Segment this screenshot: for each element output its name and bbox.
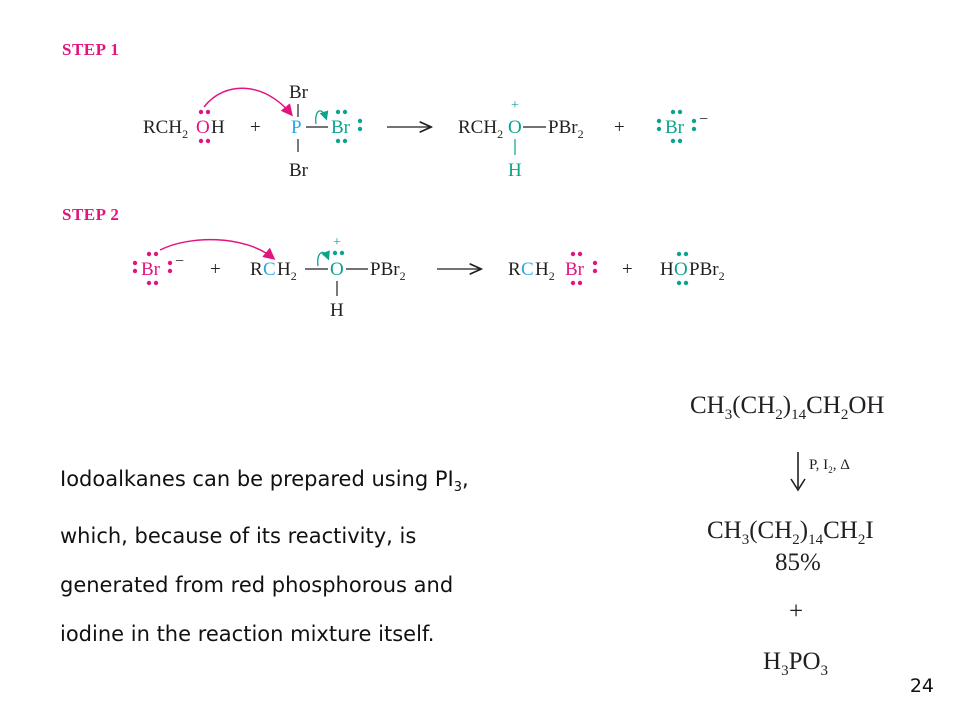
svg-text:Br: Br xyxy=(665,117,685,138)
svg-text:R: R xyxy=(250,259,263,280)
svg-text:P: P xyxy=(291,117,302,138)
svg-text:O: O xyxy=(330,259,344,280)
svg-text:+: + xyxy=(511,98,519,113)
svg-text:R: R xyxy=(508,259,521,280)
svg-text:+: + xyxy=(210,259,221,280)
page-number: 24 xyxy=(909,675,934,697)
text-line-2: which, because of its reactivity, is xyxy=(60,524,417,549)
byproduct-formula: H3PO3 xyxy=(763,648,829,679)
svg-text:−: − xyxy=(175,253,184,270)
step-2-equation: Br − + R C H2 O + PBr2 H R C H2 Br + H O xyxy=(132,235,725,321)
svg-text:C: C xyxy=(521,259,534,280)
reaction-down-arrow xyxy=(790,452,806,492)
text-line-4: iodine in the reaction mixture itself. xyxy=(60,622,435,647)
yield-label: 85% xyxy=(775,549,821,576)
step-1-equation: RCH2 O H + Br P Br Br RCH2 O + PBr2 H + … xyxy=(143,82,708,181)
svg-text:O: O xyxy=(674,259,688,280)
svg-text:Br: Br xyxy=(141,259,161,280)
svg-text:Br: Br xyxy=(331,117,351,138)
svg-text:H: H xyxy=(211,117,225,138)
reactant-formula: CH3(CH2)14CH2OH xyxy=(690,392,885,423)
svg-text:O: O xyxy=(196,117,210,138)
plus-sign: + xyxy=(789,598,804,625)
svg-text:H2: H2 xyxy=(535,259,555,283)
step-1-label: STEP 1 xyxy=(62,40,120,59)
svg-text:+: + xyxy=(622,259,633,280)
step-2-label: STEP 2 xyxy=(62,205,120,224)
svg-text:PBr2: PBr2 xyxy=(689,259,725,283)
svg-text:Br: Br xyxy=(289,160,309,181)
text-line-1: Iodoalkanes can be prepared using PI3, xyxy=(60,467,469,496)
svg-text:C: C xyxy=(263,259,276,280)
svg-text:PBr2: PBr2 xyxy=(370,259,406,283)
svg-text:Br: Br xyxy=(289,82,309,103)
svg-text:RCH2: RCH2 xyxy=(458,117,503,141)
svg-text:O: O xyxy=(508,117,522,138)
svg-text:+: + xyxy=(614,117,625,138)
product-formula: CH3(CH2)14CH2I xyxy=(707,517,874,548)
svg-text:+: + xyxy=(250,117,261,138)
description-text: Iodoalkanes can be prepared using PI3, w… xyxy=(60,455,620,659)
svg-text:H2: H2 xyxy=(277,259,297,283)
svg-text:RCH2: RCH2 xyxy=(143,117,188,141)
svg-text:H: H xyxy=(330,300,344,321)
svg-text:H: H xyxy=(508,160,522,181)
svg-text:+: + xyxy=(333,235,341,250)
svg-text:−: − xyxy=(699,111,708,128)
reagents-label: P, I2, Δ xyxy=(809,457,850,475)
svg-text:H: H xyxy=(660,259,674,280)
svg-text:PBr2: PBr2 xyxy=(548,117,584,141)
svg-text:Br: Br xyxy=(565,259,585,280)
text-line-3: generated from red phosphorous and xyxy=(60,573,454,598)
